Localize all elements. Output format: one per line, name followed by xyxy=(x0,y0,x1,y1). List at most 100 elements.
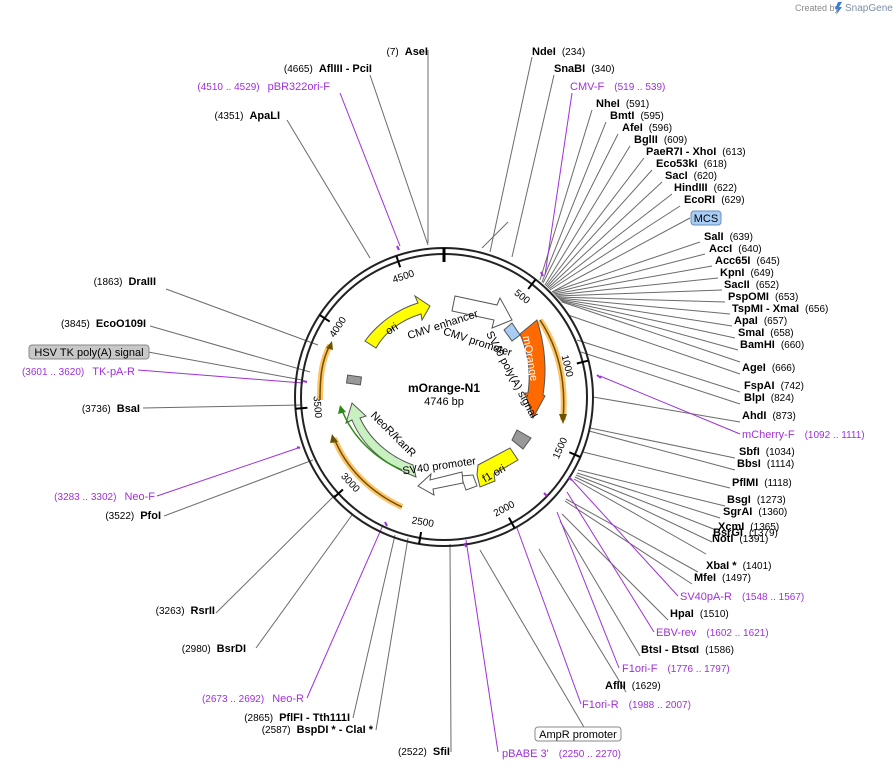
enzyme-site[interactable]: BglII(609) xyxy=(634,134,687,146)
sv40-promoter-label: SV40 promoter xyxy=(402,455,477,477)
enzyme-name: SacII xyxy=(724,279,750,291)
enzyme-site[interactable]: SbfI(1034) xyxy=(739,446,795,458)
enzyme-position: (652) xyxy=(756,280,779,291)
enzyme-name: RsrII xyxy=(191,605,215,617)
f1-ori-arrow xyxy=(476,447,519,488)
sv40-polya-box xyxy=(511,429,532,450)
enzyme-site[interactable]: RsrII (3263) xyxy=(156,605,215,617)
enzyme-site[interactable]: ApaLI(4351) xyxy=(215,110,280,122)
ampr-promoter-box[interactable]: AmpR promoter xyxy=(534,726,622,742)
enzyme-site[interactable]: AhdI(873) xyxy=(742,410,796,422)
enzyme-site[interactable]: PflFI - Tth111I(2865) xyxy=(244,712,350,724)
enzyme-site[interactable]: BspDI * - ClaI *(2587) xyxy=(262,724,374,736)
enzyme-site[interactable]: BlpI(824) xyxy=(744,392,794,404)
orf-arc-neor-green xyxy=(341,409,403,471)
enzyme-site[interactable]: ApaI(657) xyxy=(734,315,787,327)
enzyme-site[interactable]: PflMI(1118) xyxy=(732,477,792,489)
primer-name: F1ori-R xyxy=(582,699,619,711)
scale-tick-mark xyxy=(576,359,589,365)
enzyme-site[interactable]: NdeI(234) xyxy=(532,46,585,58)
enzyme-name: SacI xyxy=(665,170,688,182)
enzyme-position: (629) xyxy=(721,195,744,206)
enzyme-site[interactable]: XcmI(1365) xyxy=(718,521,779,533)
enzyme-site[interactable]: Acc65I(645) xyxy=(715,255,780,267)
enzyme-site[interactable]: AseI(7) xyxy=(387,46,428,58)
enzyme-site[interactable]: AflIII - PciI(4665) xyxy=(284,63,372,75)
enzyme-site[interactable]: HindIII(622) xyxy=(674,182,737,194)
snapgene-brand: SnapGene xyxy=(845,3,893,14)
enzyme-site[interactable]: BsrDI(2980) xyxy=(182,643,246,655)
enzyme-site[interactable]: BamHI(660) xyxy=(740,339,804,351)
mcs-box[interactable]: MCS xyxy=(690,210,722,226)
enzyme-site[interactable]: EcoRI(629) xyxy=(684,194,745,206)
enzyme-site[interactable]: Eco53kI(618) xyxy=(656,158,727,170)
enzyme-site[interactable]: TspMI - XmaI(656) xyxy=(732,303,828,315)
enzyme-site[interactable]: AflII(1629) xyxy=(605,680,661,692)
enzyme-site[interactable]: PfoI(3522) xyxy=(105,510,161,522)
enzyme-site[interactable]: BbsI(1114) xyxy=(737,458,794,470)
primer-site[interactable]: CMV-F(519 .. 539) xyxy=(570,81,665,93)
primer-site[interactable]: Neo-R (2673 .. 2692) xyxy=(202,693,304,705)
enzyme-site[interactable]: DraIII(1863) xyxy=(94,276,156,288)
enzyme-site[interactable]: FspAI(742) xyxy=(744,380,804,392)
enzyme-site[interactable]: SacII (652) xyxy=(724,279,779,291)
enzyme-site[interactable]: SfiI(2522) xyxy=(398,746,450,758)
enzyme-site[interactable]: SgrAI(1360) xyxy=(723,506,787,518)
enzyme-site[interactable]: SalI (639) xyxy=(704,231,753,243)
ori-arrow xyxy=(364,294,431,349)
enzyme-name: SalI xyxy=(704,231,724,243)
enzyme-position: (1114) xyxy=(767,459,794,470)
orf-arc-left-head xyxy=(326,341,333,350)
enzyme-site[interactable]: KpnI(649) xyxy=(720,267,774,279)
enzyme-site[interactable]: XbaI *(1401) xyxy=(706,560,771,572)
enzyme-position: (4665) xyxy=(284,64,313,75)
enzyme-site[interactable]: NotI(1391) xyxy=(712,533,768,545)
enzyme-name: SfiI xyxy=(433,746,450,758)
primer-site[interactable]: mCherry-F(1092 .. 1111) xyxy=(742,429,865,441)
enzyme-name: ApaI xyxy=(734,315,758,327)
primer-name: TK-pA-R xyxy=(92,366,135,378)
enzyme-position: (3263) xyxy=(156,606,185,617)
enzyme-name: HpaI xyxy=(670,608,694,620)
primer-position: (2673 .. 2692) xyxy=(202,694,264,705)
primer-site[interactable]: F1ori-F(1776 .. 1797) xyxy=(622,663,730,675)
primer-site[interactable]: pBR322ori-F(4510 .. 4529) xyxy=(197,81,330,93)
enzyme-site[interactable]: BsrGI(1379) xyxy=(713,527,778,539)
primer-name: Neo-R xyxy=(272,693,304,705)
plasmid-name: mOrange-N1 xyxy=(408,381,480,395)
primer-site[interactable]: EBV-rev(1602 .. 1621) xyxy=(656,627,769,639)
primer-site[interactable]: TK-pA-R(3601 .. 3620) xyxy=(22,366,135,378)
enzyme-position: (639) xyxy=(730,232,753,243)
enzyme-site[interactable]: PaeR7I - XhoI(613) xyxy=(646,146,746,158)
primer-site[interactable]: F1ori-R(1988 .. 2007) xyxy=(582,699,691,711)
enzyme-site[interactable]: SnaBI(340) xyxy=(554,63,615,75)
ampr-promoter-label: AmpR promoter xyxy=(539,729,617,741)
enzyme-site[interactable]: BsaI(3736) xyxy=(82,403,140,415)
hsv-tk-polya-box[interactable]: HSV TK poly(A) signal xyxy=(28,344,150,360)
enzyme-site[interactable]: MfeI(1497) xyxy=(694,572,751,584)
enzyme-site[interactable]: AfeI(596) xyxy=(622,122,672,134)
orf-arc-neor-green-head xyxy=(338,405,346,414)
enzyme-site[interactable]: BsgI(1273) xyxy=(727,494,786,506)
enzyme-site[interactable]: BtsI - BtsαI(1586) xyxy=(641,644,734,656)
enzyme-site[interactable]: AccI(640) xyxy=(709,243,762,255)
scale-tick-label: 500 xyxy=(512,288,532,307)
enzyme-position: (656) xyxy=(805,304,828,315)
enzyme-name: HindIII xyxy=(674,182,708,194)
enzyme-name: XcmI xyxy=(718,521,744,533)
enzyme-site[interactable]: AgeI(666) xyxy=(742,362,795,374)
enzyme-site[interactable]: HpaI(1510) xyxy=(670,608,729,620)
primer-site[interactable]: SV40pA-R(1548 .. 1567) xyxy=(680,591,804,603)
scale-tick-label: 4000 xyxy=(328,315,350,340)
enzyme-site[interactable]: BmtI(595) xyxy=(610,110,664,122)
enzyme-site[interactable]: PspOMI(653) xyxy=(728,291,798,303)
enzyme-site[interactable]: SmaI(658) xyxy=(738,327,794,339)
primer-site[interactable]: Neo-F(3283 .. 3302) xyxy=(54,491,155,503)
enzyme-site[interactable]: NheI(591) xyxy=(596,98,649,110)
primer-position: (1092 .. 1111) xyxy=(805,430,865,441)
enzyme-site[interactable]: SacI(620) xyxy=(665,170,717,182)
enzyme-position: (1391) xyxy=(739,534,768,545)
primer-site[interactable]: pBABE 3'(2250 .. 2270) xyxy=(502,748,621,760)
enzyme-site[interactable]: EcoO109I(3845) xyxy=(61,318,146,330)
